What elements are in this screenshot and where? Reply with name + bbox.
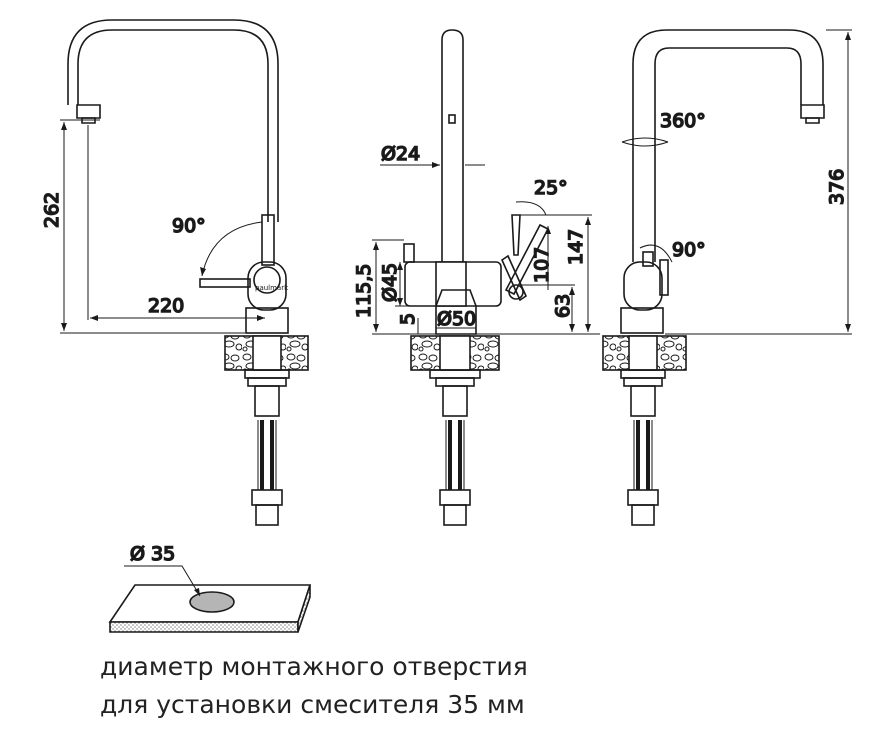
spout-diameter-label: Ø24 xyxy=(381,143,420,165)
total-height-label: 376 xyxy=(826,169,848,205)
front-reach-label: 220 xyxy=(148,295,184,317)
caption-line-2: для установки смесителя 35 мм xyxy=(100,690,525,719)
mount-hole-icon xyxy=(189,591,235,613)
side-view: Ø24 25° 115,5 Ø45 5 Ø50 107 147 63 xyxy=(352,29,600,526)
back-lever-angle-label: 90° xyxy=(672,239,706,261)
lever-top-height-label: 147 xyxy=(565,229,587,265)
swivel-angle-label: 360° xyxy=(660,110,706,132)
lever-base-height-label: 63 xyxy=(552,294,574,318)
brand-logo: paulmark xyxy=(255,284,289,292)
base-height-label: 5 xyxy=(397,313,419,325)
base-diameter-label: Ø50 xyxy=(437,308,476,330)
front-lever-angle-label: 90° xyxy=(172,215,206,237)
body-diameter-label: Ø45 xyxy=(379,263,401,302)
side-lever-angle-label: 25° xyxy=(534,177,568,199)
front-view: paulmark 262 220 90° xyxy=(40,19,309,526)
mount-hole-diagram: Ø 35 xyxy=(108,542,312,633)
caption-line-1: диаметр монтажного отверстия xyxy=(100,652,528,681)
body-height-label: 115,5 xyxy=(353,264,375,318)
back-view: 360° 90° 376 xyxy=(602,29,852,526)
lever-height-label: 107 xyxy=(531,247,553,283)
front-height-label: 262 xyxy=(41,192,63,228)
hole-diameter-label: Ø 35 xyxy=(130,543,175,565)
